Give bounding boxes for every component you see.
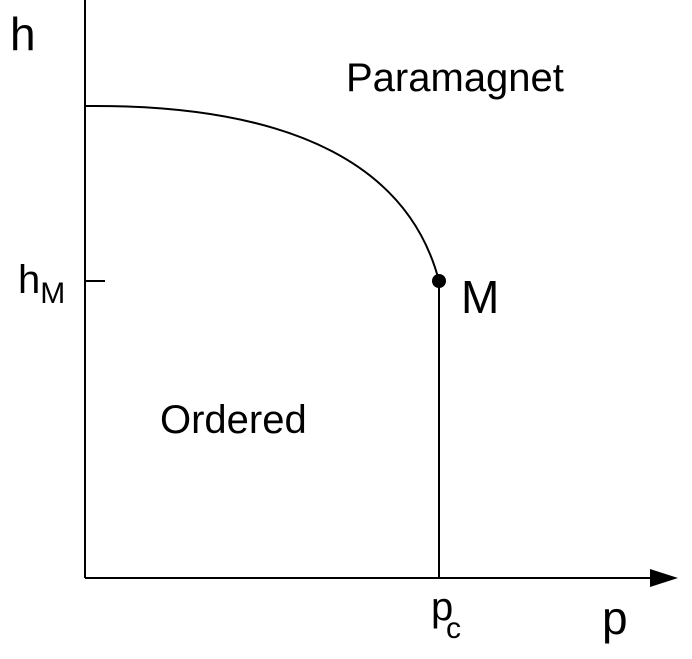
h-m-tick-label: hM xyxy=(18,258,65,310)
critical-point-m xyxy=(432,274,446,288)
h-m-tick-label-main: h xyxy=(18,258,40,302)
ordered-region-label: Ordered xyxy=(160,398,307,442)
p-c-tick-label-sub: c xyxy=(446,612,461,645)
paramagnet-region-label: Paramagnet xyxy=(346,56,564,100)
p-c-tick-label-main: p xyxy=(431,585,453,629)
y-axis-label: h xyxy=(10,8,36,60)
phase-boundary-curve xyxy=(84,104,440,282)
p-c-tick-label: pc xyxy=(431,585,461,645)
x-axis-label: p xyxy=(602,592,628,644)
x-axis-arrowhead xyxy=(650,569,678,587)
h-m-tick-label-sub: M xyxy=(40,277,65,310)
critical-point-label: M xyxy=(461,271,499,323)
